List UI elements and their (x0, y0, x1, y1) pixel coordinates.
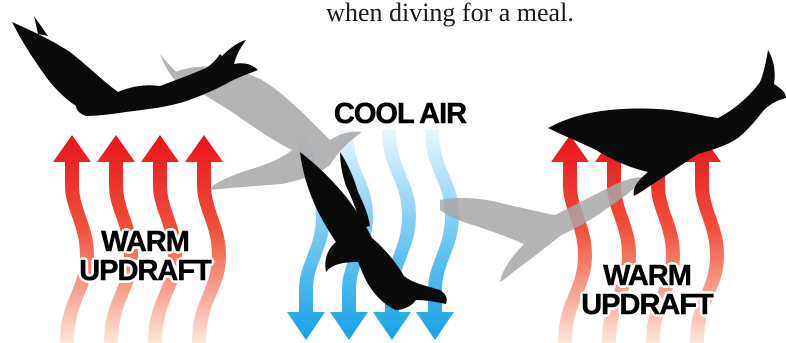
warm-updraft-label-left: WARM UPDRAFT (60, 228, 230, 286)
warm-updraft-label-right: WARM UPDRAFT (562, 262, 732, 320)
cool-arrow (416, 130, 459, 340)
bird-soaring-right (548, 50, 786, 196)
cool-air-label: COOL AIR (300, 100, 500, 129)
